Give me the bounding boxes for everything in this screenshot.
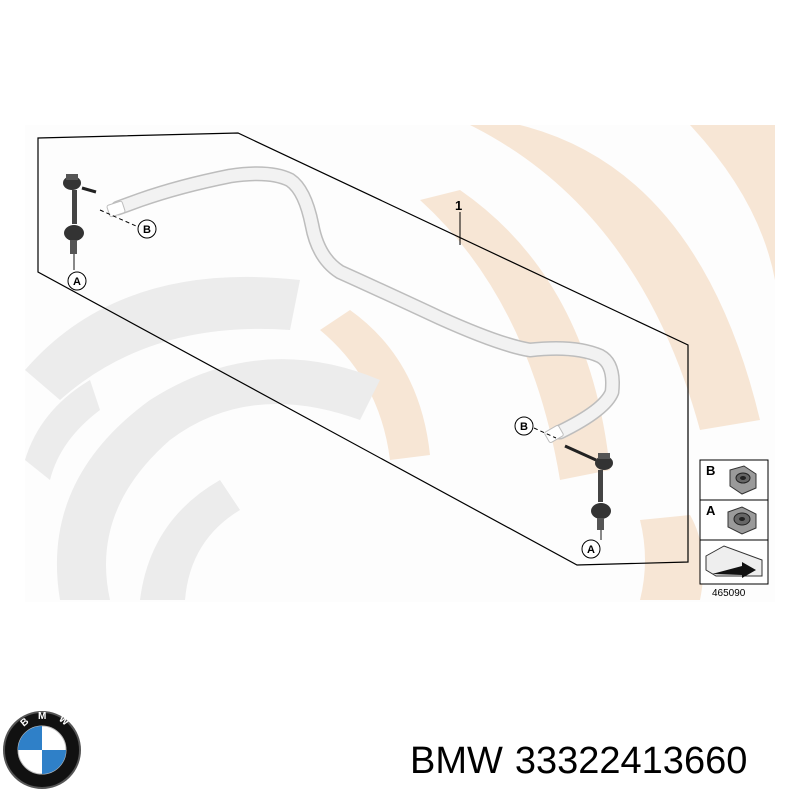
brand-name: BMW xyxy=(410,740,503,782)
assembly-outline xyxy=(37,132,689,566)
left-stabilizer-link xyxy=(63,174,97,270)
part-caption: BMW 33322413660 xyxy=(410,736,790,786)
callout-a-left: A xyxy=(67,271,87,291)
legend-label-a: A xyxy=(706,503,716,518)
hex-nut-b-icon xyxy=(729,465,757,495)
notch-arrow-icon xyxy=(705,545,763,578)
hex-nut-a-icon xyxy=(727,506,757,535)
bmw-logo-icon: B M W xyxy=(3,711,81,789)
svg-text:A: A xyxy=(73,276,81,288)
drawing-number: 465090 xyxy=(712,588,746,599)
stabilizer-bar xyxy=(106,166,620,443)
callout-a-right: A xyxy=(581,539,601,559)
callout-b-left: B xyxy=(137,219,157,239)
svg-text:M: M xyxy=(38,711,46,722)
part-number: 33322413660 xyxy=(514,740,748,782)
item-number: 1 xyxy=(455,198,462,213)
fastener-legend: B A xyxy=(699,459,769,585)
callout-b-right: B xyxy=(514,416,534,436)
svg-text:B: B xyxy=(143,224,151,236)
svg-text:B: B xyxy=(520,421,528,433)
right-stabilizer-link xyxy=(564,444,613,540)
svg-text:A: A xyxy=(587,544,595,556)
legend-label-b: B xyxy=(706,463,715,478)
